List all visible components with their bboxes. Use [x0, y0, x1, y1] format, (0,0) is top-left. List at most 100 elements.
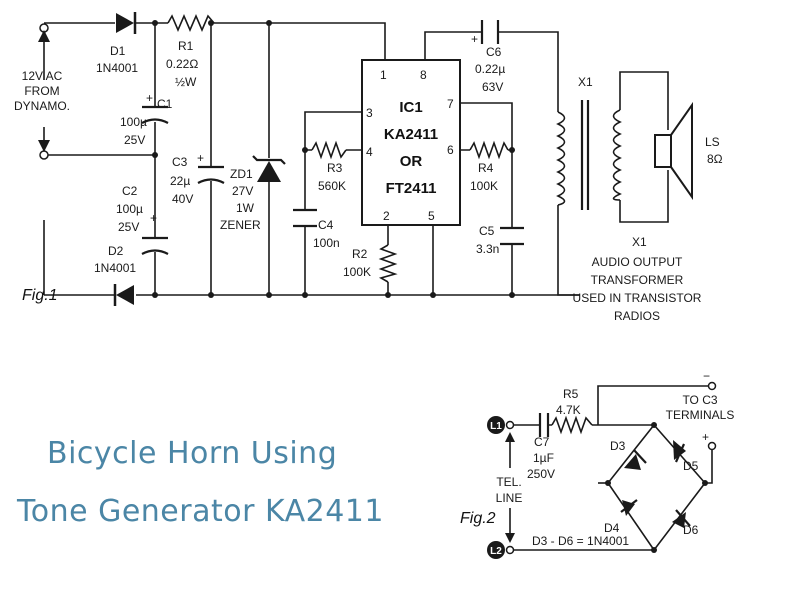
fig1-caption: Fig.1 [22, 287, 58, 304]
to-c3-terminals: − + TO C3 TERMINALS [666, 369, 735, 451]
fig2-wires [508, 385, 713, 551]
c3-name: C3 [172, 155, 188, 169]
d1-name: D1 [110, 44, 126, 58]
ic1-pin-4: 4 [366, 145, 373, 159]
ic1-pin-2: 2 [383, 209, 390, 223]
resistor-r3: R3 560K [311, 140, 347, 193]
minus-sign: − [703, 369, 710, 383]
input-label-line3: DYNAMO. [14, 99, 70, 113]
capacitor-c5: C5 3.3n [476, 224, 524, 256]
speaker-ls: LS 8Ω [654, 101, 723, 201]
ic1-alt: FT2411 [386, 180, 437, 197]
diode-labels: D3 D5 D4 D6 D3 - D6 = 1N4001 [532, 439, 699, 548]
c3-volt: 40V [172, 192, 193, 206]
c1-name: C1 [157, 97, 173, 111]
tel-line-arrows: TEL. LINE [496, 432, 523, 543]
fig1-wires [43, 22, 669, 296]
d5-label: D5 [683, 459, 699, 473]
resistor-r5: R5 4.7K [551, 387, 593, 435]
capacitor-c4: C4 100n [293, 208, 340, 250]
diode-note: D3 - D6 = 1N4001 [532, 534, 629, 548]
ls-value: 8Ω [707, 152, 723, 166]
c1-value: 100µ [120, 115, 147, 129]
zd1-watt: 1W [236, 201, 255, 215]
d1-value: 1N4001 [96, 61, 138, 75]
fig2-caption: Fig.2 [460, 510, 496, 527]
to-c3-label1: TO C3 [682, 393, 717, 407]
c7-volt: 250V [527, 467, 555, 481]
input-arrows [38, 30, 50, 152]
title-line1: Bicycle Horn Using [47, 436, 338, 471]
zd1-type: ZENER [220, 218, 261, 232]
resistor-r2: R2 100K [343, 244, 398, 283]
r5-name: R5 [563, 387, 579, 401]
svg-text:+: + [197, 151, 204, 165]
capacitor-c6: + C6 0.22µ 63V [471, 20, 505, 94]
ic1-name: IC1 [399, 99, 422, 116]
title-line2: Tone Generator KA2411 [17, 494, 384, 529]
zd1-name: ZD1 [230, 167, 253, 181]
input-label: 12V AC FROM DYNAMO. [14, 69, 70, 113]
terminal-l1: L1 [487, 416, 515, 434]
x1-name-bottom: X1 [632, 235, 647, 249]
r3-value: 560K [318, 179, 346, 193]
x1-desc-line4: RADIOS [614, 309, 660, 323]
c6-value: 0.22µ [475, 62, 505, 76]
resistor-r4: R4 100K [469, 140, 509, 193]
c2-value: 100µ [116, 202, 143, 216]
c6-volt: 63V [482, 80, 503, 94]
x1-name-top: X1 [578, 75, 593, 89]
c7-name: C7 [534, 435, 550, 449]
x1-desc-line2: TRANSFORMER [591, 273, 684, 287]
x1-desc-line3: USED IN TRANSISTOR [573, 291, 702, 305]
transformer-x1: X1 X1 AUDIO OUTPUT TRANSFORMER USED IN T… [556, 75, 702, 323]
capacitor-c3: + C3 22µ 40V [170, 151, 225, 206]
r1-value: 0.22Ω [166, 57, 198, 71]
ic1-or: OR [400, 153, 423, 170]
r1-name: R1 [178, 39, 194, 53]
x1-desc-line1: AUDIO OUTPUT [592, 255, 683, 269]
to-c3-label2: TERMINALS [666, 408, 735, 422]
c7-value: 1µF [533, 451, 554, 465]
zener-zd1: ZD1 27V 1W ZENER [220, 155, 286, 232]
c1-volt: 25V [124, 133, 145, 147]
c4-name: C4 [318, 218, 334, 232]
r5-value: 4.7K [556, 403, 581, 417]
d2-name: D2 [108, 244, 124, 258]
capacitor-c7: C7 1µF 250V [527, 413, 555, 481]
ic1-pin-3: 3 [366, 106, 373, 120]
r2-name: R2 [352, 247, 368, 261]
r1-watt: ½W [175, 75, 197, 89]
c6-name: C6 [486, 45, 502, 59]
r4-value: 100K [470, 179, 498, 193]
c2-volt: 25V [118, 220, 139, 234]
ic1-pin-8: 8 [420, 68, 427, 82]
ic1-chip: 1 8 3 4 7 6 2 5 IC1 KA2411 OR FT2411 [361, 59, 461, 226]
tel-line-label2: LINE [496, 491, 523, 505]
zd1-value: 27V [232, 184, 253, 198]
svg-text:+: + [471, 32, 478, 46]
plus-sign: + [702, 430, 709, 444]
ic1-pin-5: 5 [428, 209, 435, 223]
l1-label: L1 [490, 421, 502, 432]
ls-name: LS [705, 135, 720, 149]
terminal-l2: L2 [487, 541, 515, 559]
diode-d1: D1 1N4001 [96, 12, 138, 75]
diode-d2: D2 1N4001 [94, 244, 136, 306]
ic1-pin-7: 7 [447, 97, 454, 111]
diode-bridge [605, 422, 708, 553]
fig1-junctions [39, 20, 515, 298]
r2-value: 100K [343, 265, 371, 279]
c3-value: 22µ [170, 174, 190, 188]
c5-value: 3.3n [476, 242, 499, 256]
c4-value: 100n [313, 236, 340, 250]
resistor-r1: R1 0.22Ω ½W [166, 13, 215, 89]
d4-label: D4 [604, 521, 620, 535]
r4-name: R4 [478, 161, 494, 175]
capacitor-c2: + C2 100µ 25V [116, 184, 169, 255]
c2-name: C2 [122, 184, 138, 198]
svg-text:+: + [146, 91, 153, 105]
l2-label: L2 [490, 546, 502, 557]
